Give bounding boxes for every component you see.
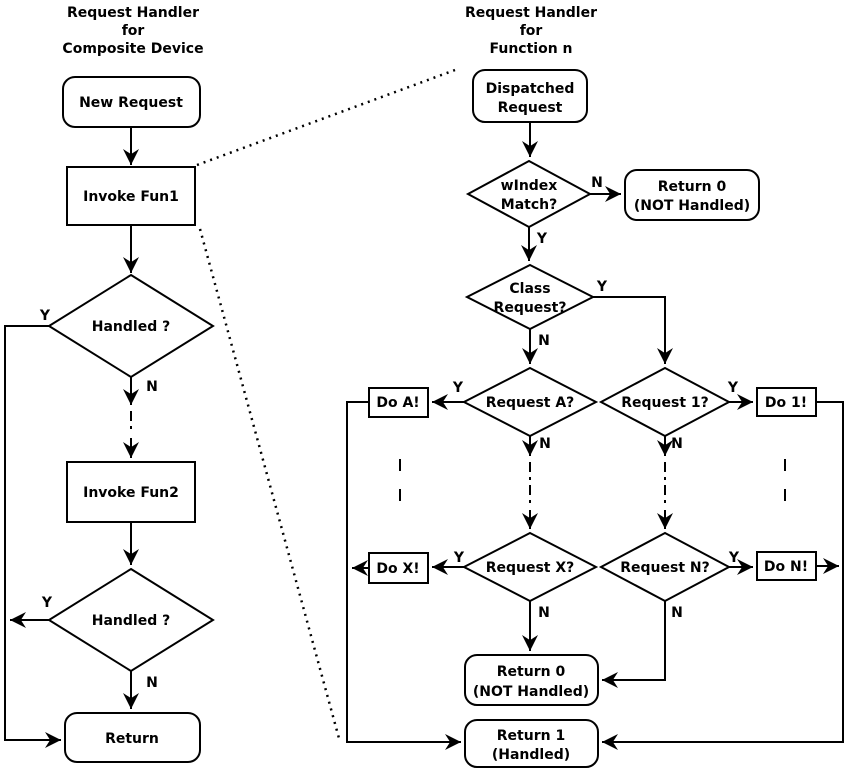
label-windex-no: N (591, 175, 603, 191)
node-new-request (62, 76, 201, 128)
node-dispatched-request-line1: Dispatched (486, 81, 575, 97)
node-return (64, 712, 201, 763)
label-requestn-yes: Y (728, 550, 740, 566)
node-new-request-label: New Request (79, 95, 183, 111)
label-request1-no: N (671, 436, 683, 452)
node-do-x (368, 552, 429, 584)
decision-windex-match-line1: wIndex (501, 178, 558, 194)
decision-handled-1-label: Handled ? (92, 319, 170, 335)
node-return1 (464, 719, 599, 768)
label-handled2-no: N (146, 675, 158, 691)
node-do-a-label: Do A! (376, 395, 419, 411)
right-chart-title-line2: for (520, 23, 543, 39)
decision-request-1-label: Request 1? (621, 395, 709, 411)
node-return0-bottom (464, 654, 599, 706)
label-handled1-yes: Y (39, 308, 51, 324)
decision-class-request (464, 263, 596, 331)
node-do-a (368, 387, 429, 418)
node-do-x-label: Do X! (376, 561, 419, 577)
label-class-no: N (538, 333, 550, 349)
decision-request-n-label: Request N? (620, 560, 710, 576)
node-return0-top (624, 169, 760, 221)
node-invoke-fun1-label: Invoke Fun1 (83, 189, 179, 205)
decision-handled-1 (47, 273, 215, 379)
decision-handled-2-label: Handled ? (92, 613, 170, 629)
node-return0-top-line2: (NOT Handled) (634, 198, 750, 214)
connector-do1-return1 (602, 401, 844, 750)
label-requestx-yes: Y (453, 550, 465, 566)
decision-windex-match (465, 159, 593, 229)
left-chart-title-line2: for (122, 23, 145, 39)
node-do-n-label: Do N! (764, 559, 808, 575)
node-dispatched-request (472, 69, 588, 123)
label-windex-yes: Y (536, 231, 548, 247)
connector-requestn-no-return0 (602, 601, 666, 688)
decision-request-n (598, 531, 732, 603)
decision-windex-match-line2: Match? (501, 197, 557, 213)
label-requesta-no: N (539, 436, 551, 452)
right-chart-title-line1: Request Handler (465, 5, 597, 21)
node-invoke-fun2-label: Invoke Fun2 (83, 485, 179, 501)
node-return0-bottom-line1: Return 0 (497, 664, 566, 680)
label-class-yes: Y (596, 279, 608, 295)
node-do-n (756, 551, 817, 581)
node-do-1-label: Do 1! (765, 395, 807, 411)
decision-request-1 (598, 366, 732, 438)
label-handled1-no: N (146, 379, 158, 395)
decision-request-x (461, 531, 599, 603)
connector-doa-return1 (346, 401, 461, 750)
left-chart: Request Handler for Composite Device New… (4, 5, 215, 763)
label-requestn-no: N (671, 605, 683, 621)
zoom-guide-line-top (196, 68, 456, 167)
label-requesta-yes: Y (452, 380, 464, 396)
node-return0-bottom-line2: (NOT Handled) (473, 684, 589, 700)
decision-request-a (461, 366, 599, 438)
decision-class-request-line2: Request? (494, 300, 567, 316)
right-chart: Request Handler for Function n Dispa (346, 5, 844, 768)
node-return0-top-line1: Return 0 (658, 179, 727, 195)
node-return-label: Return (105, 731, 159, 747)
node-dispatched-request-line2: Request (498, 100, 563, 116)
decision-request-x-label: Request X? (486, 560, 575, 576)
connector-handled1-yes-return (4, 325, 61, 748)
label-requestx-no: N (538, 605, 550, 621)
right-chart-title-line3: Function n (489, 41, 572, 57)
node-return1-line1: Return 1 (497, 728, 565, 744)
label-handled2-yes: Y (41, 595, 53, 611)
left-chart-title-line1: Request Handler (67, 5, 199, 21)
left-chart-title-line3: Composite Device (62, 41, 203, 57)
decision-handled-2 (47, 567, 215, 673)
decision-class-request-line1: Class (509, 281, 550, 297)
zoom-guide-line-bottom (198, 228, 342, 743)
label-request1-yes: Y (727, 380, 739, 396)
connector-class-yes-request1 (593, 296, 673, 364)
node-invoke-fun2 (66, 461, 196, 523)
node-return1-line2: (Handled) (492, 747, 570, 763)
node-do-1 (756, 387, 817, 417)
decision-request-a-label: Request A? (486, 395, 575, 411)
node-invoke-fun1 (66, 166, 196, 226)
